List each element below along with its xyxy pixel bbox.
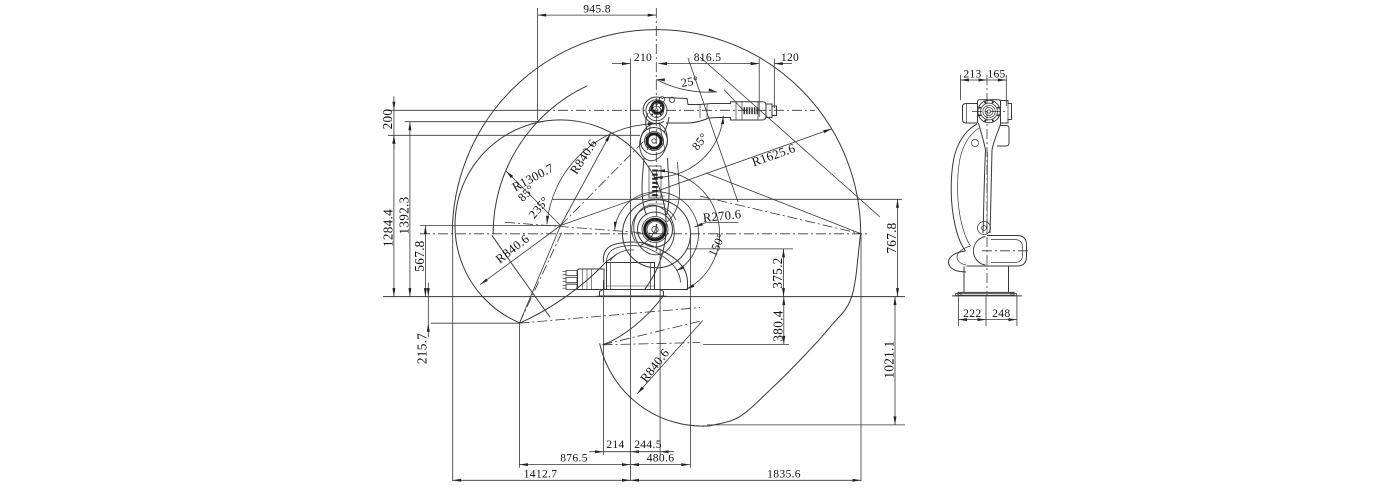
- svg-text:25°: 25°: [680, 73, 700, 90]
- svg-text:816.5: 816.5: [694, 51, 722, 64]
- svg-text:222: 222: [963, 307, 981, 320]
- svg-text:244.5: 244.5: [634, 438, 662, 451]
- svg-text:200: 200: [380, 109, 395, 130]
- svg-text:1835.6: 1835.6: [767, 467, 801, 480]
- svg-text:248: 248: [992, 307, 1010, 320]
- svg-text:R270.6: R270.6: [702, 207, 742, 225]
- svg-text:375.2: 375.2: [770, 257, 785, 288]
- svg-text:876.5: 876.5: [560, 452, 588, 465]
- svg-text:480.6: 480.6: [647, 452, 675, 465]
- svg-text:210: 210: [634, 51, 652, 64]
- svg-text:1021.1: 1021.1: [882, 340, 897, 378]
- svg-text:945.8: 945.8: [583, 2, 611, 15]
- svg-text:120: 120: [781, 51, 799, 64]
- svg-text:215.7: 215.7: [415, 333, 430, 364]
- svg-text:567.8: 567.8: [412, 240, 427, 271]
- svg-text:214: 214: [606, 438, 624, 451]
- svg-text:165: 165: [987, 67, 1005, 80]
- svg-text:1284.4: 1284.4: [381, 209, 396, 247]
- svg-text:380.4: 380.4: [770, 310, 785, 341]
- svg-text:1412.7: 1412.7: [524, 467, 558, 480]
- svg-text:767.8: 767.8: [884, 222, 899, 253]
- svg-text:1392.3: 1392.3: [397, 196, 412, 234]
- svg-text:213: 213: [963, 67, 981, 80]
